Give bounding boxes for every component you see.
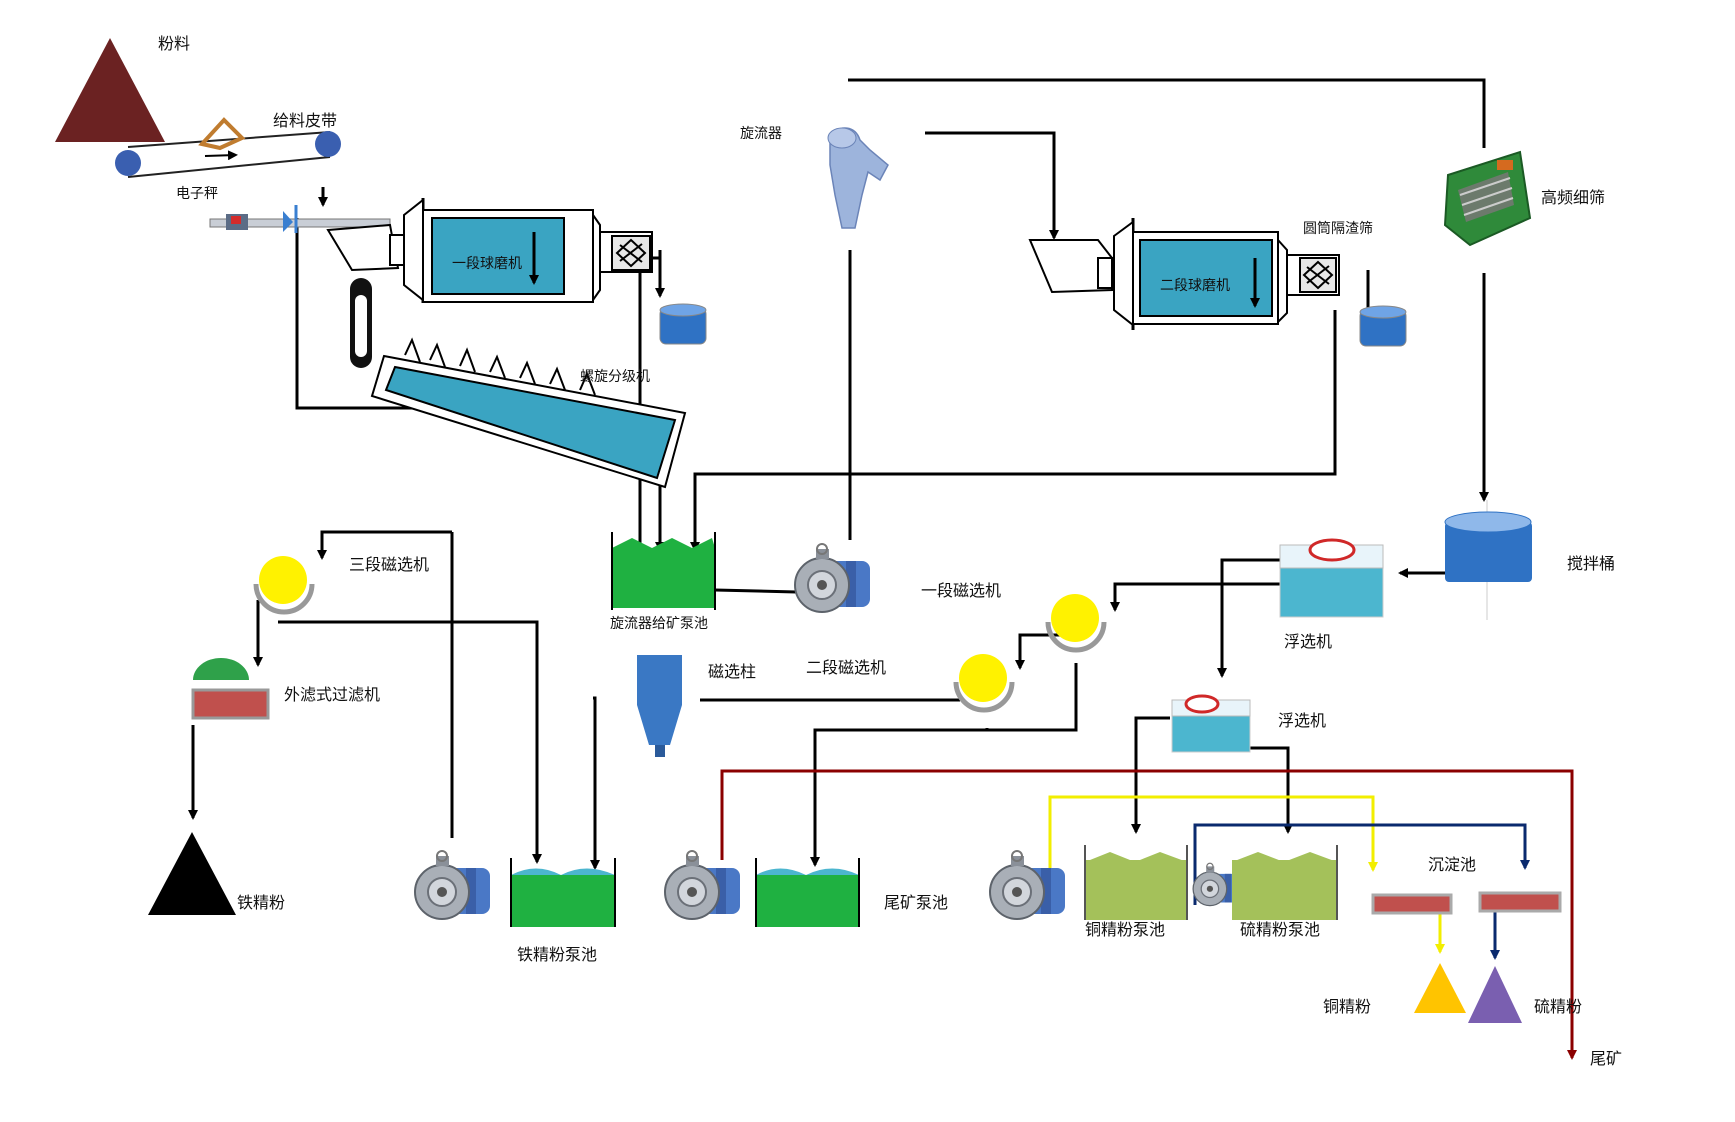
- cyclone-feed-pool: [611, 532, 716, 610]
- flotation-cell-2: [1171, 694, 1251, 753]
- label-filter: 外滤式过滤机: [284, 685, 380, 704]
- sulfur-settle-line: [1193, 823, 1530, 905]
- magnetic-separator-1: [1045, 594, 1107, 653]
- high-frequency-screen-icon: [1443, 150, 1532, 247]
- magnetic-separator-3: [253, 556, 315, 615]
- slag-bucket-2: [1359, 305, 1407, 347]
- label-feed-belt: 给料皮带: [273, 111, 337, 130]
- copper-pool: [1084, 845, 1188, 920]
- pump-icon: [664, 850, 741, 920]
- mag1-to-tailpool-arrow: [810, 663, 1078, 867]
- label-sulfur-powder: 硫精粉: [1534, 997, 1582, 1016]
- flot1-to-flot2-arrow: [1217, 558, 1280, 678]
- iron-powder-pile: [148, 832, 236, 915]
- label-mill1: 一段球磨机: [452, 256, 522, 272]
- agitator-tank: [1444, 500, 1532, 620]
- label-agitator: 搅拌桶: [1567, 554, 1615, 573]
- label-hf-screen: 高频细筛: [1541, 188, 1605, 207]
- slag-bucket-1: [659, 303, 707, 345]
- label-tail-pool: 尾矿泵池: [884, 893, 948, 912]
- label-mill2: 二段球磨机: [1160, 278, 1230, 294]
- label-sulfur-pool: 硫精粉泵池: [1240, 920, 1320, 939]
- label-flot2: 浮选机: [1278, 711, 1326, 730]
- mag3-to-ironpool-arrow: [278, 620, 542, 864]
- sulfur-powder-pile: [1468, 966, 1522, 1023]
- cyclone-to-mill2-arrow: [925, 131, 1059, 240]
- pool-to-pump-line: [714, 588, 797, 594]
- pump-to-mag3-arrow: [317, 530, 452, 560]
- spiral-return-line: [295, 218, 415, 410]
- powder-pile: [55, 38, 165, 142]
- label-cyclone-pool: 旋流器给矿泵池: [610, 616, 708, 632]
- label-scale: 电子秤: [176, 186, 218, 202]
- label-drum-screen: 圆筒隔渣筛: [1303, 220, 1373, 237]
- label-spiral: 螺旋分级机: [580, 369, 650, 385]
- magnetic-column: [637, 655, 682, 757]
- label-copper-powder: 铜精粉: [1323, 997, 1371, 1016]
- settling-tank-1: [1371, 893, 1453, 915]
- flot1-to-mag1-arrow: [1110, 582, 1280, 612]
- main-flow-lines: [188, 78, 1489, 870]
- pump-icon: [794, 543, 871, 613]
- sulfur-pool: [1232, 845, 1338, 920]
- label-mag-column: 磁选柱: [708, 662, 756, 681]
- tailings-line: [720, 769, 1577, 1060]
- ball-mill-2: [1028, 218, 1340, 330]
- hydrocyclone-icon: [827, 127, 889, 229]
- label-powder: 粉料: [158, 34, 190, 53]
- label-settling: 沉淀池: [1428, 855, 1476, 874]
- label-mag2: 二段磁选机: [806, 658, 886, 677]
- spiral-classifier: [350, 278, 687, 489]
- label-mag3: 三段磁选机: [349, 555, 429, 574]
- external-filter: [191, 658, 270, 720]
- ball-mill-1: [326, 197, 653, 304]
- label-cyclone: 旋流器: [740, 126, 782, 142]
- label-tailings: 尾矿: [1590, 1049, 1622, 1068]
- pump-icon: [414, 850, 491, 920]
- flotation-cell-1: [1279, 538, 1384, 618]
- copper-settle-line: [1048, 795, 1378, 905]
- drum-screen-icon: [615, 238, 1334, 290]
- copper-powder-pile: [1414, 963, 1466, 1013]
- flot2-to-copperpool-arrow: [1131, 716, 1170, 834]
- label-iron-pool: 铁精粉泵池: [517, 945, 597, 964]
- label-mag1: 一段磁选机: [921, 581, 1001, 600]
- label-copper-pool: 铜精粉泵池: [1085, 920, 1165, 939]
- iron-pool: [510, 858, 616, 927]
- magnetic-separator-2: [953, 654, 1015, 713]
- column-to-ironpool-arrow: [590, 696, 600, 870]
- pump-icon: [989, 850, 1066, 920]
- label-flot1: 浮选机: [1284, 632, 1332, 651]
- screen2-to-pool-line: [690, 310, 1337, 552]
- flot2-to-sulfurpool-arrow: [1250, 746, 1293, 834]
- feed-belt: [115, 117, 341, 178]
- tailings-pool: [755, 858, 860, 927]
- electronic-scale: [209, 205, 391, 233]
- label-iron-powder: 铁精粉: [237, 893, 285, 912]
- mag1-to-mag2-arrow: [1015, 633, 1060, 670]
- settling-tank-2: [1478, 891, 1562, 913]
- cyclone-to-hfscreen-line: [848, 78, 1486, 148]
